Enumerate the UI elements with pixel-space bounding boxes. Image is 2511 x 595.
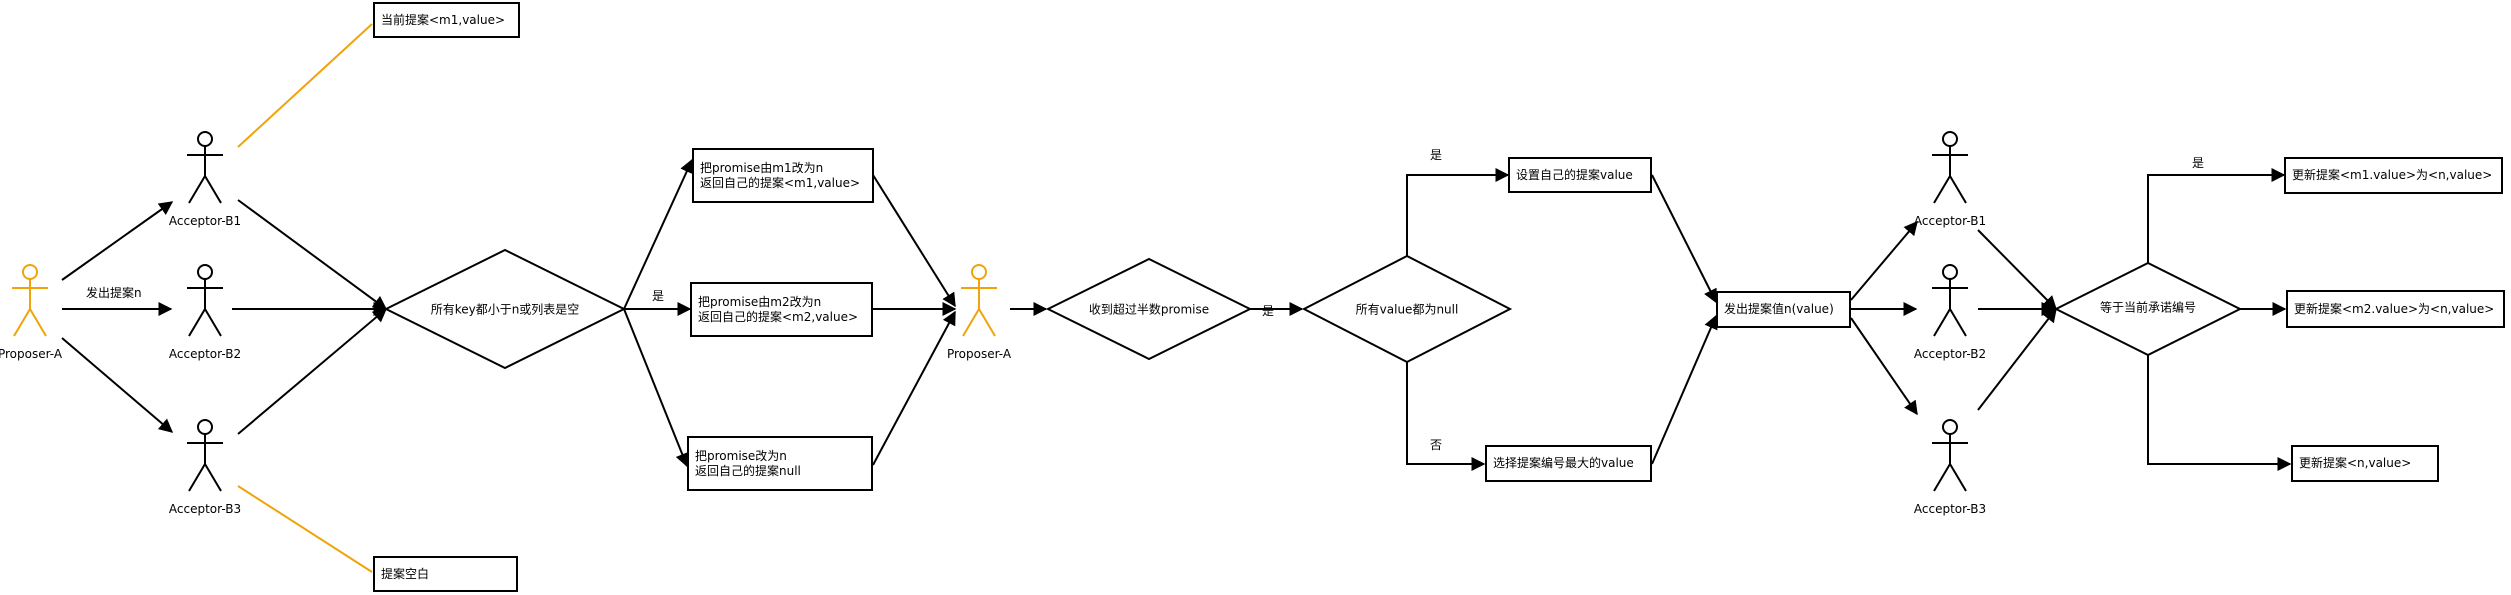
actor-label-acceptor-b3-second: Acceptor-B3: [1913, 502, 1987, 516]
decision-equals-promise-no-label: 等于当前承诺编号: [2099, 300, 2197, 315]
note-b1-current-proposal: 当前提案<m1,value>: [373, 2, 520, 38]
box-update-b1: 更新提案<m1.value>为<n,value>: [2284, 157, 2503, 194]
acceptor-b2-actor: [187, 264, 223, 337]
actor-label-acceptor-b2: Acceptor-B2: [168, 347, 242, 361]
edge-label-send-proposal-n: 发出提案n: [86, 286, 142, 300]
arrow-decision1-to-b1-reply: [623, 158, 694, 310]
decision-all-values-null: [1301, 254, 1513, 364]
box-send-proposal-value: 发出提案值n(value): [1716, 291, 1851, 328]
actor-label-acceptor-b3: Acceptor-B3: [168, 502, 242, 516]
arrow-decision3-yes: [1406, 168, 1510, 256]
box-b3-reply: 把promise改为n 返回自己的提案null: [687, 436, 873, 491]
arrow-b1-second-to-decision4: [1977, 229, 2057, 310]
b3-note-connector: [237, 485, 373, 573]
edge-label-yes-decision2: 是: [1262, 304, 1275, 318]
actor-label-acceptor-b1-second: Acceptor-B1: [1913, 214, 1987, 228]
actor-label-acceptor-b2-second: Acceptor-B2: [1913, 347, 1987, 361]
arrow-a-to-b3: [61, 337, 174, 433]
arrow-b1-to-decision1: [237, 199, 388, 310]
edge-label-no-decision3: 否: [1430, 438, 1443, 452]
box-set-own-value: 设置自己的提案value: [1508, 157, 1652, 193]
b1-note-connector: [237, 23, 373, 148]
actor-label-proposer-a1: Proposer-A: [0, 347, 63, 361]
arrow-b3-second-to-decision4: [1977, 307, 2057, 411]
acceptor-b3-second-actor: [1932, 419, 1968, 492]
arrow-decision4-to-update-b3: [2147, 355, 2292, 471]
acceptor-b1-actor: [187, 131, 223, 204]
arrow-b3-to-decision1: [237, 308, 388, 435]
decision-keys-less-than-n-label: 所有key都小于n或列表是空: [430, 302, 580, 317]
arrow-a-to-b1: [61, 201, 174, 281]
acceptor-b3-actor: [187, 419, 223, 492]
acceptor-b2-second-actor: [1932, 264, 1968, 337]
box-update-b3: 更新提案<n,value>: [2291, 445, 2439, 482]
edge-label-yes-decision4: 是: [2192, 156, 2205, 170]
arrow-b3-reply-to-proposer: [872, 310, 956, 466]
decision-all-values-null-label: 所有value都为null: [1355, 302, 1459, 317]
box-choose-max-value: 选择提案编号最大的value: [1485, 445, 1652, 482]
arrow-send-to-b1: [1850, 220, 1918, 301]
proposer-a1-actor: [12, 264, 48, 337]
note-b3-empty-proposal: 提案空白: [373, 556, 518, 592]
proposer-a2-actor: [961, 264, 997, 337]
actor-label-proposer-a2: Proposer-A: [946, 347, 1012, 361]
arrow-send-to-b3: [1850, 317, 1918, 416]
arrow-decision4-to-update-b1: [2147, 168, 2286, 263]
arrow-set-own-to-send: [1651, 174, 1717, 304]
arrow-choose-max-to-send: [1651, 314, 1718, 465]
edge-label-yes-decision3: 是: [1430, 148, 1443, 162]
edge-label-yes-decision1: 是: [652, 289, 665, 303]
decision-received-majority-label: 收到超过半数promise: [1088, 302, 1210, 317]
box-b2-reply: 把promise由m2改为n 返回自己的提案<m2,value>: [690, 282, 873, 337]
arrow-decision1-to-b3-reply: [623, 308, 689, 468]
box-update-b2: 更新提案<m2.value>为<n,value>: [2286, 290, 2505, 328]
arrow-b1-reply-to-proposer: [872, 174, 956, 308]
actor-label-acceptor-b1: Acceptor-B1: [168, 214, 242, 228]
box-b1-reply: 把promise由m1改为n 返回自己的提案<m1,value>: [692, 148, 874, 203]
acceptor-b1-second-actor: [1932, 131, 1968, 204]
arrow-decision3-no: [1406, 362, 1486, 471]
